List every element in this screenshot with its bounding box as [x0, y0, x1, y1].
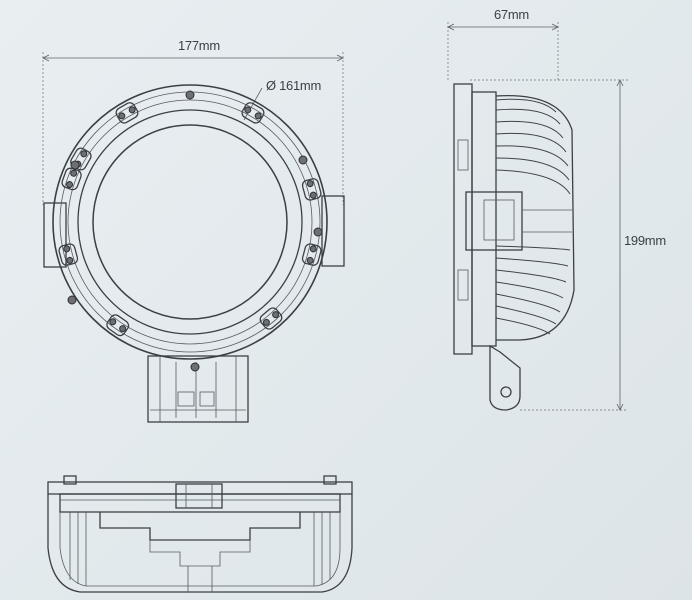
height-dimension-label: 199mm: [624, 233, 666, 248]
left-mount-ear: [43, 202, 67, 268]
bezel-ring-outer: [67, 99, 313, 345]
bottom-view: [47, 475, 353, 593]
lens: [92, 124, 288, 320]
mounting-hole: [500, 386, 512, 398]
front-view: [42, 52, 345, 423]
diameter-dimension-label: Ø 161mm: [266, 78, 321, 93]
right-mount-ear: [321, 195, 345, 267]
outer-housing: [52, 84, 328, 360]
depth-dimension-label: 67mm: [494, 7, 529, 22]
housing-rim: [59, 91, 321, 353]
side-connector: [465, 191, 523, 251]
side-body: [471, 91, 497, 347]
bottom-center-block: [175, 483, 223, 509]
mounting-tab: [489, 344, 521, 411]
heatsink-fins: [495, 94, 575, 341]
rim-screws: [67, 90, 323, 372]
width-dimension-label: 177mm: [178, 38, 220, 53]
side-bezel: [453, 83, 473, 355]
side-view: [447, 22, 628, 411]
bezel-ring: [77, 109, 303, 335]
bottom-ribs: [69, 512, 331, 586]
bottom-housing: [47, 494, 353, 593]
bottom-bezel-band: [59, 493, 341, 513]
